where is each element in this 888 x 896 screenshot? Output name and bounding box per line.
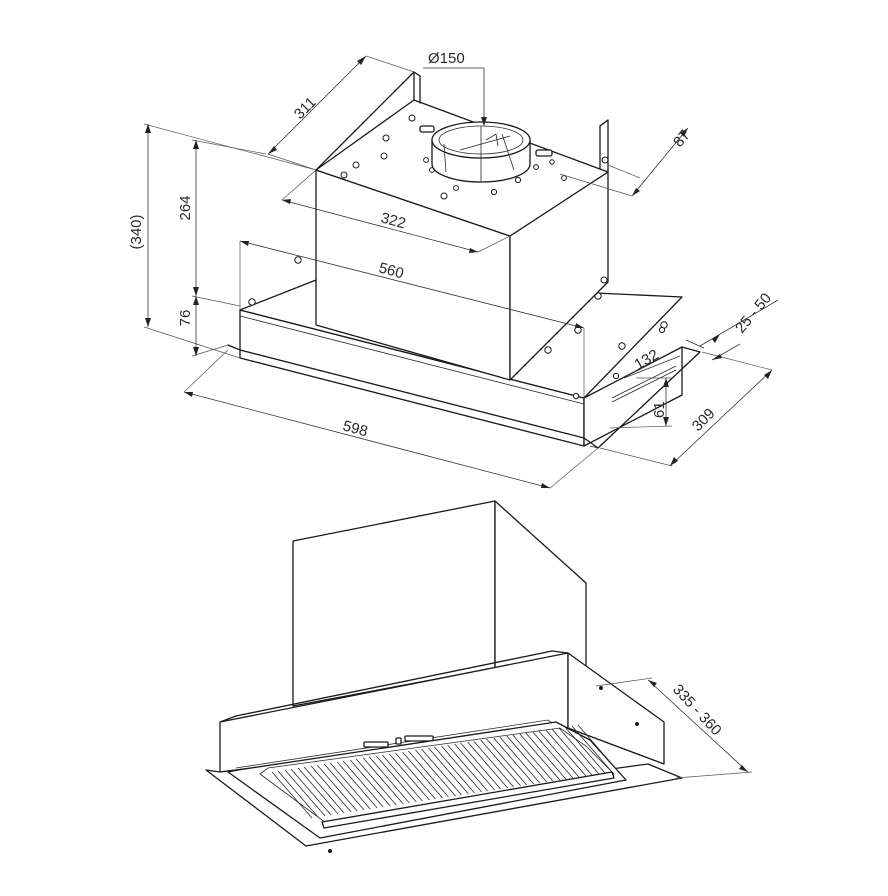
filter-slat [310,764,358,813]
filter-slat [545,728,593,777]
filter-slat [467,740,514,789]
dim-width-total: 598 [341,417,370,440]
filter-slat [506,734,554,783]
dim-offset-duct: 87 [670,127,694,151]
filter-slat [571,724,619,773]
dim-width-inner: 560 [377,259,406,282]
filter-slat [428,746,475,795]
bottom-view: 335 - 360 [205,500,753,853]
filter-slat [532,730,580,779]
filter-slat [336,760,384,809]
dim-depth-total: 309 [689,405,719,435]
dim-depth-range: 335 - 360 [669,681,725,739]
dim-height-body: 76 [177,310,194,327]
filter-slat [297,766,345,815]
dim-width-upper-box: 322 [379,209,408,232]
filter-slat [441,744,488,793]
filter-slat [363,756,410,805]
filter-slat [389,752,436,801]
dim-duct-diameter: Ø150 [428,50,465,67]
duct-collar [431,121,531,183]
rear-panel [292,500,587,707]
filter-slat [493,736,541,785]
filter-slat [454,742,501,791]
filter-slat [480,738,527,787]
filter-slat [519,732,567,781]
filter-slats [271,724,619,819]
dim-height-upper-box: 264 [177,195,194,220]
dim-height-front: 61 [651,401,668,418]
filter-slat [376,754,423,803]
filter-slat [271,770,319,819]
filter-slat [415,748,462,797]
dim-depth-upper-box: 311 [291,94,320,123]
filter-slat [558,726,606,775]
dim-flange-range: 25 - 50 [732,290,775,337]
top-view: Ø150 311 264 (340) 76 322 560 598 87 25 … [128,50,779,489]
filter-slat [284,768,332,817]
filter-slat [323,762,371,811]
dim-height-total: (340) [128,214,145,249]
arrowheads [145,56,772,488]
filter-slat [349,758,397,807]
dimension-lines [143,55,779,489]
filter-slat [402,750,449,799]
